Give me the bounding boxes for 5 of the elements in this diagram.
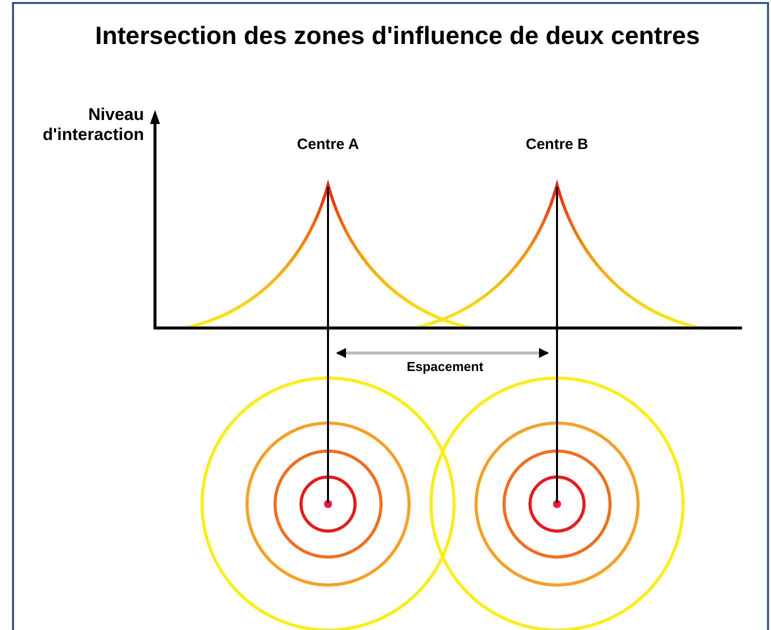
centre-label: Centre A	[296, 135, 360, 155]
title: Intersection des zones d'influence de deux centres	[94, 21, 701, 52]
dimension-label: Espacement	[406, 358, 484, 376]
centre-label: Centre B	[524, 135, 590, 155]
axis-label: Niveau d'interaction	[42, 105, 144, 145]
